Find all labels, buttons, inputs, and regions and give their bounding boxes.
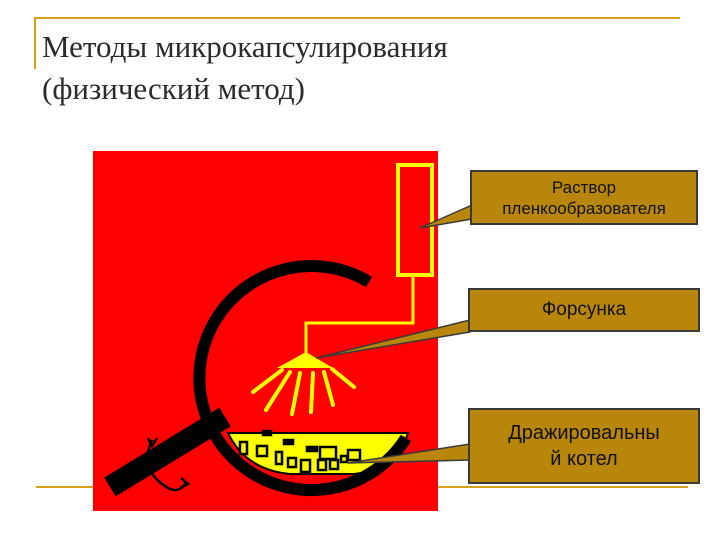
granule [299, 458, 312, 474]
spray-jet [309, 371, 315, 414]
spray-jet [290, 371, 302, 416]
granule [286, 456, 298, 469]
granule [261, 429, 273, 437]
slide-title: Методы микрокапсулирования (физический м… [42, 26, 642, 110]
top-rule [34, 17, 680, 19]
granule [282, 438, 295, 446]
solution-tank [396, 163, 434, 277]
callout-film-solution-line-2: пленкообразователя [502, 198, 666, 218]
left-rule [34, 17, 36, 69]
granules [238, 429, 362, 474]
granule [274, 450, 284, 466]
nozzle [277, 352, 333, 368]
spray-jet [322, 370, 335, 407]
spray-jet [251, 368, 284, 394]
pan-handle [104, 407, 231, 497]
callout-film-solution-line-1: Раствор [551, 177, 617, 197]
spray-jet [330, 367, 356, 389]
callout-film-solution: Раствор пленкообразователя [470, 170, 698, 225]
callout-coating-pan-line-1: Дражировальны [508, 422, 660, 444]
granule [346, 448, 362, 462]
slide-title-line-2: (физический метод) [42, 71, 305, 106]
rotation-arrow-icon [146, 437, 191, 492]
callout-nozzle: Форсунка [468, 288, 700, 332]
spray-jet [264, 370, 292, 412]
granule [238, 440, 249, 456]
granule [305, 445, 319, 453]
callout-coating-pan: Дражировальны й котел [468, 408, 700, 484]
coating-pan-rim [193, 260, 412, 497]
granule [328, 458, 340, 471]
callout-nozzle-label: Форсунка [541, 299, 627, 320]
granule [316, 458, 328, 472]
slide-title-line-1: Методы микрокапсулирования [42, 29, 448, 64]
feed-pipe [304, 275, 415, 355]
granule [339, 454, 349, 464]
spray-jets [251, 367, 356, 416]
granule [318, 445, 338, 461]
callout-coating-pan-line-2: й котел [550, 448, 618, 470]
granule [255, 444, 269, 458]
